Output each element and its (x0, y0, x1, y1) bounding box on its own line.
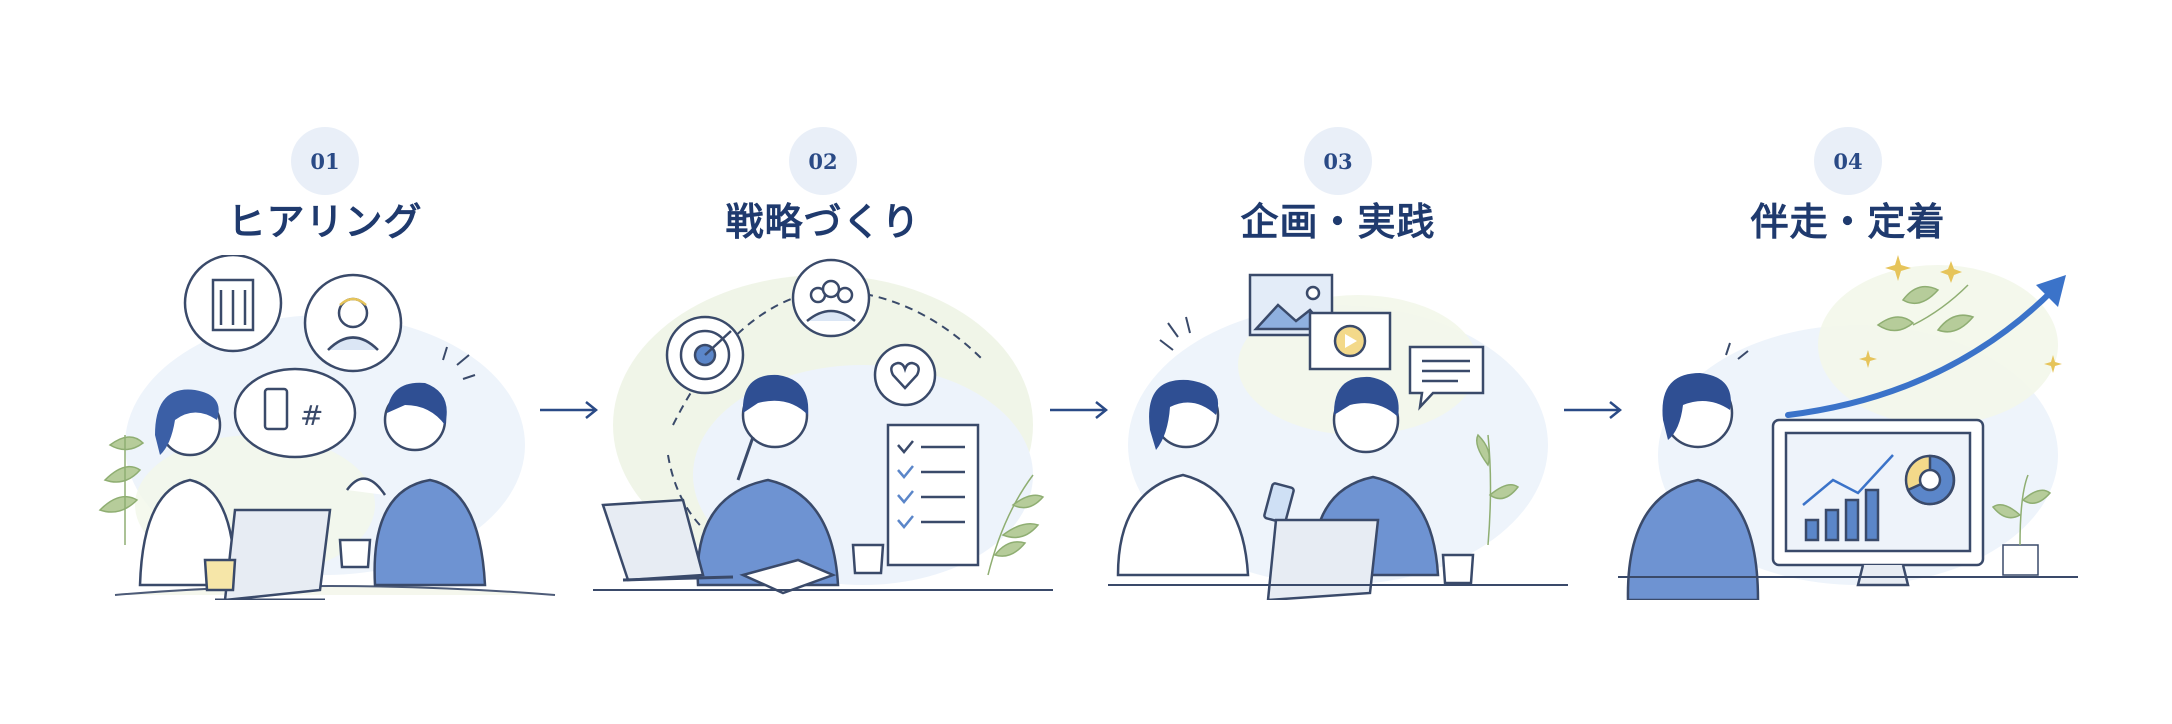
step-strategy: 02 戦略づくり (583, 0, 1063, 724)
step-title: 伴走・定着 (1750, 200, 1946, 244)
checklist-icon (886, 423, 980, 567)
illustration-strategy (593, 258, 1053, 595)
video-icon (1308, 311, 1392, 371)
man-figure (1626, 342, 1760, 600)
plant-icon (1991, 474, 2052, 576)
illustration-planning (1108, 273, 1568, 600)
step-planning: 03 企画・実践 (1098, 0, 1578, 724)
laptop-icon (1266, 518, 1380, 600)
cup-icon (851, 543, 885, 575)
monitor-chart-icon (1771, 418, 1985, 587)
illustration-support (1618, 255, 2078, 600)
step-title: ヒアリング (227, 200, 423, 244)
notebook-icon (739, 558, 837, 595)
laptop-icon (601, 498, 734, 582)
plant-icon (987, 474, 1045, 576)
step-support: 04 伴走・定着 (1608, 0, 2088, 724)
growth-arrow-icon (1785, 275, 2066, 418)
woman-figure (1116, 379, 1250, 577)
step-number: 02 (789, 127, 857, 195)
laptop-icon (215, 508, 332, 600)
plant-icon (1476, 433, 1520, 546)
cup-icon (338, 538, 372, 569)
heart-icon (873, 343, 937, 407)
man-figure (696, 374, 840, 587)
arrow-icon (1564, 401, 1623, 419)
chat-icon (1408, 345, 1485, 411)
cup-icon (1441, 553, 1475, 585)
cup-icon (203, 558, 237, 592)
illustration-hearing: # (98, 255, 556, 600)
sparkle-icon (1859, 255, 2062, 373)
smartphone-icon (1263, 482, 1295, 524)
plant-icon (1876, 284, 1975, 333)
hashtag-icon: # (300, 399, 323, 432)
step-number: 01 (291, 127, 359, 195)
step-title: 戦略づくり (725, 200, 921, 244)
arrow-icon (1050, 401, 1109, 419)
arrow-icon (540, 401, 599, 419)
man-figure (345, 346, 487, 587)
smartphone-icon (233, 367, 357, 459)
building-icon (183, 255, 283, 353)
team-icon (791, 258, 871, 338)
step-hearing: 01 ヒアリング # (85, 0, 565, 724)
plant-icon (98, 435, 145, 545)
step-title: 企画・実践 (1240, 200, 1436, 244)
target-icon (665, 315, 745, 395)
image-icon (1248, 273, 1334, 337)
step-number: 04 (1814, 127, 1882, 195)
step-number: 03 (1304, 127, 1372, 195)
person-icon (303, 273, 403, 373)
